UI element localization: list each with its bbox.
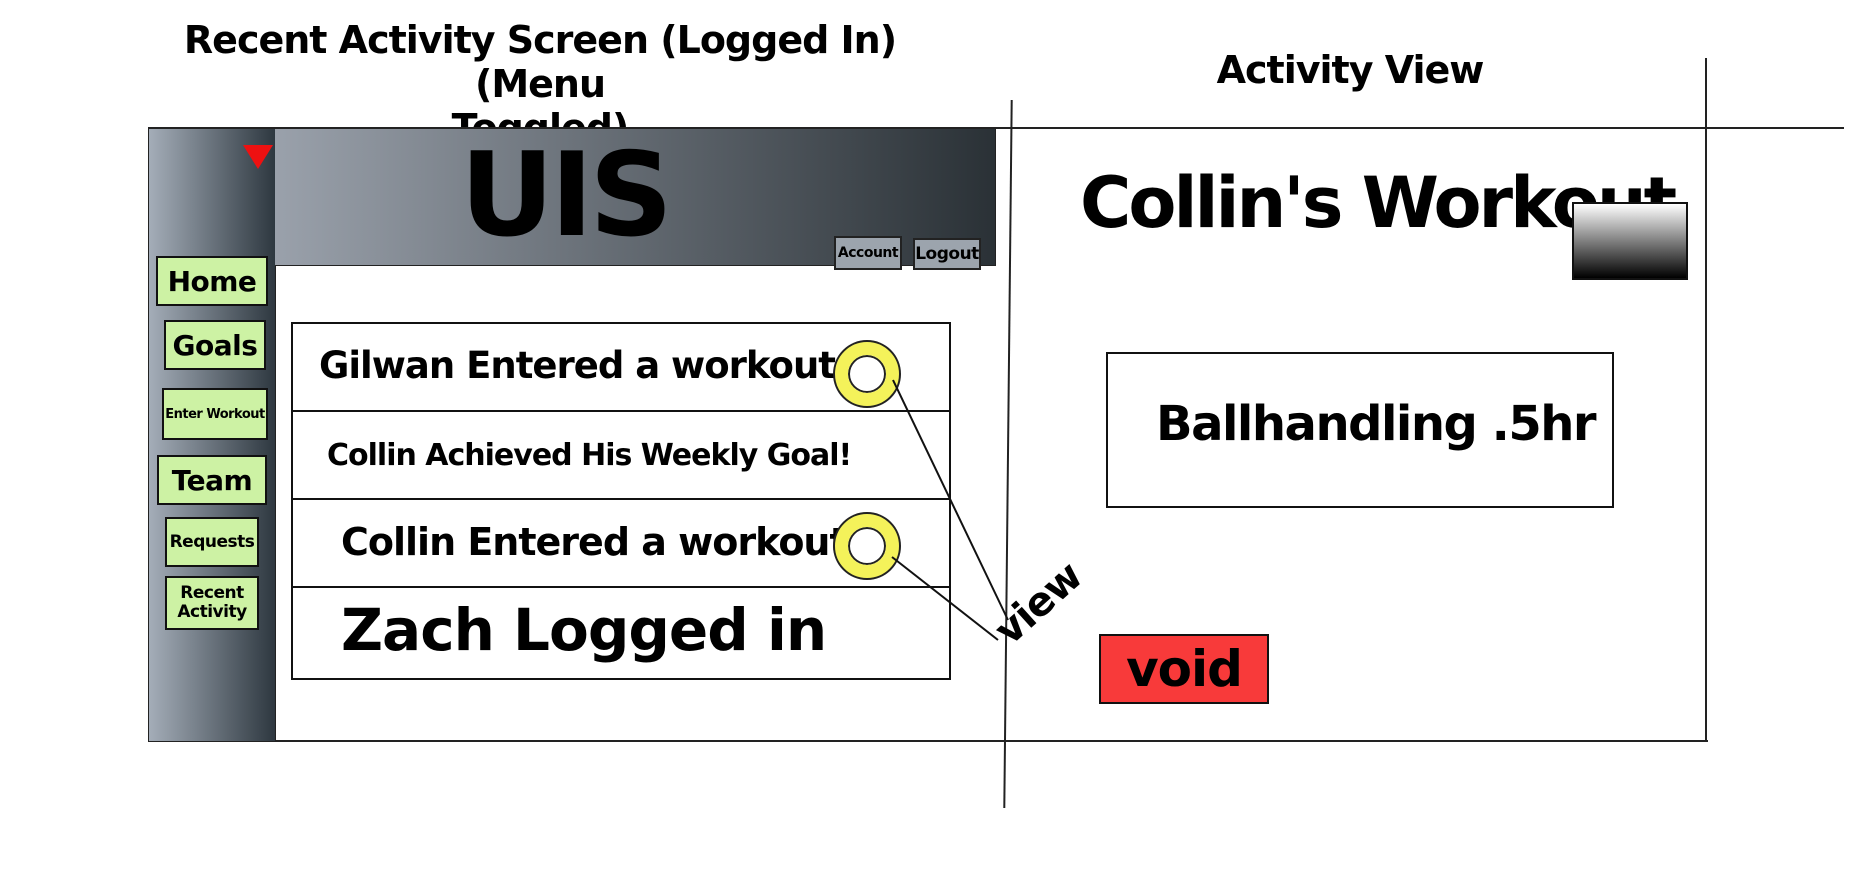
activity-detail-text: Ballhandling .5hr (1156, 396, 1597, 452)
sidebar-item-requests[interactable]: Requests (165, 517, 259, 567)
sidebar-item-enter-workout[interactable]: Enter Workout (162, 388, 268, 440)
list-item-text: Zach Logged in (341, 596, 827, 664)
frame-right-line (1705, 58, 1707, 742)
app-logo: UIS (460, 128, 673, 263)
list-item: Gilwan Entered a workout (293, 324, 949, 412)
left-screen-title: Recent Activity Screen (Logged In) (Menu… (150, 18, 930, 150)
left-screen-title-line1: Recent Activity Screen (Logged In) (Menu (183, 18, 897, 106)
list-item: Zach Logged in (293, 588, 949, 676)
frame-bottom-line (148, 740, 1708, 742)
frame-top-line (148, 127, 1844, 129)
activity-detail-box (1106, 352, 1614, 508)
sidebar-item-goals[interactable]: Goals (164, 320, 266, 370)
sidebar-item-home[interactable]: Home (156, 256, 268, 306)
triangle-down-icon[interactable] (243, 145, 273, 169)
sidebar-item-team[interactable]: Team (157, 455, 267, 505)
account-button[interactable]: Account (834, 236, 902, 270)
void-button[interactable]: void (1099, 634, 1269, 704)
list-item-text: Gilwan Entered a workout (319, 344, 836, 387)
annotation-line (892, 379, 1009, 621)
sidebar-item-recent-activity[interactable]: Recent Activity (165, 576, 259, 630)
list-item: Collin Entered a workout (293, 500, 949, 588)
list-item-text: Collin Entered a workout (341, 520, 848, 564)
right-screen-title: Activity View (1216, 48, 1485, 92)
list-item: Collin Achieved His Weekly Goal! (293, 412, 949, 500)
logout-button[interactable]: Logout (913, 238, 981, 270)
gradient-box[interactable] (1572, 202, 1688, 280)
annotation-line (891, 556, 999, 641)
list-item-text: Collin Achieved His Weekly Goal! (327, 438, 852, 473)
